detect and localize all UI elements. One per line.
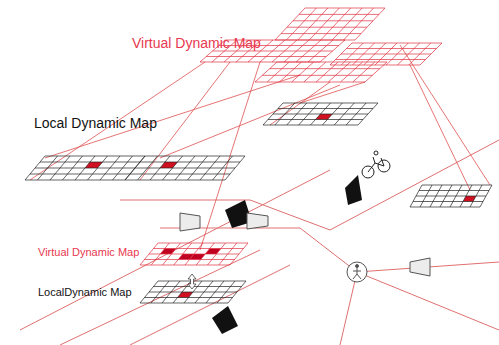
grid <box>140 243 248 265</box>
grid <box>410 185 492 207</box>
map-grids <box>25 8 492 303</box>
virtual-map-label: Virtual Dynamic Map <box>38 246 139 258</box>
grid <box>263 103 378 125</box>
double-arrow <box>188 274 196 289</box>
grid <box>330 43 442 65</box>
grid <box>25 156 145 180</box>
pedestrian-signal <box>347 262 367 282</box>
grid <box>275 8 385 40</box>
projection-lines <box>30 45 490 250</box>
virtual-map-label: Virtual Dynamic Map <box>132 36 261 51</box>
grid <box>125 156 245 180</box>
local-map-label: LocalDynamic Map <box>38 286 132 298</box>
vehicles <box>212 175 362 334</box>
sensors <box>180 213 430 276</box>
local-map-label: Local Dynamic Map <box>34 116 157 131</box>
bicycle <box>362 151 390 178</box>
road-lines <box>20 140 499 345</box>
